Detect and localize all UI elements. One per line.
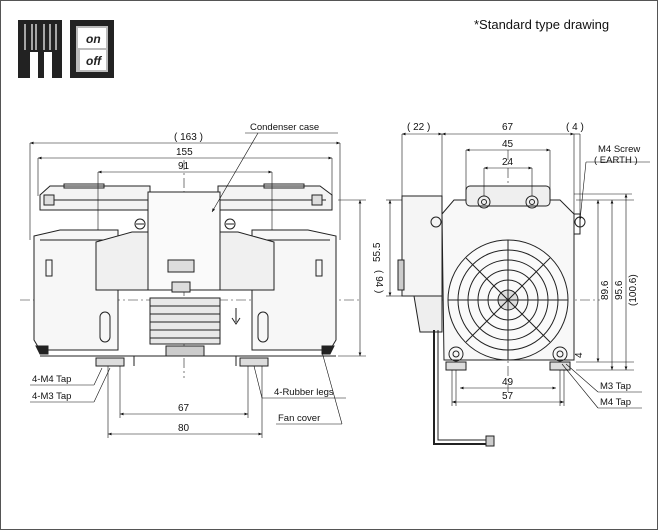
dim-right-offset: ( 4 ) — [566, 122, 584, 133]
m4-screw-callout: M4 Screw — [598, 144, 640, 155]
dim-base-inner: 67 — [178, 403, 190, 414]
front-view — [20, 160, 360, 378]
front-dimensions — [29, 141, 366, 438]
side-m3-tap-callout: M3 Tap — [600, 381, 631, 392]
dim-base-outer: 80 — [178, 423, 190, 434]
earth-callout: ( EARTH ) — [594, 155, 638, 166]
dim-side-h3: (100.6) — [628, 274, 639, 306]
side-view — [397, 150, 600, 447]
dim-side-width: 67 — [502, 122, 514, 133]
dim-width: 155 — [176, 147, 193, 158]
dim-side-h2: 95.6 — [614, 280, 625, 300]
rubber-legs-callout: 4-Rubber legs — [274, 387, 334, 398]
dim-side-inner: 24 — [502, 157, 514, 168]
side-dimensions — [386, 132, 634, 406]
dim-side-mid: 45 — [502, 139, 514, 150]
fan-cover-callout: Fan cover — [278, 413, 320, 424]
switch-off-label: off — [86, 54, 102, 68]
wire-terminal-icon — [18, 20, 62, 78]
front-leaders — [30, 132, 346, 425]
dim-height: ( 94 ) — [373, 270, 384, 293]
side-leaders — [561, 161, 650, 409]
dim-side-h-left: 55.5 — [372, 242, 383, 262]
side-m4-tap-callout: M4 Tap — [600, 397, 631, 408]
m4-tap-callout: 4-M4 Tap — [32, 374, 71, 385]
dim-side-h1: 89.6 — [600, 280, 611, 300]
dim-side-foot: 4 — [574, 352, 585, 358]
m3-tap-callout: 4-M3 Tap — [32, 391, 71, 402]
on-off-switch-icon: on off — [70, 20, 114, 78]
standard-type-note: *Standard type drawing — [474, 17, 609, 32]
dim-left-offset: ( 22 ) — [407, 122, 430, 133]
dim-side-base-inner: 49 — [502, 377, 514, 388]
dim-top-width: 91 — [178, 161, 190, 172]
switch-on-label: on — [86, 32, 101, 46]
dim-side-base-outer: 57 — [502, 391, 514, 402]
condenser-case-callout: Condenser case — [250, 122, 319, 133]
dim-overall-width: ( 163 ) — [174, 132, 203, 143]
